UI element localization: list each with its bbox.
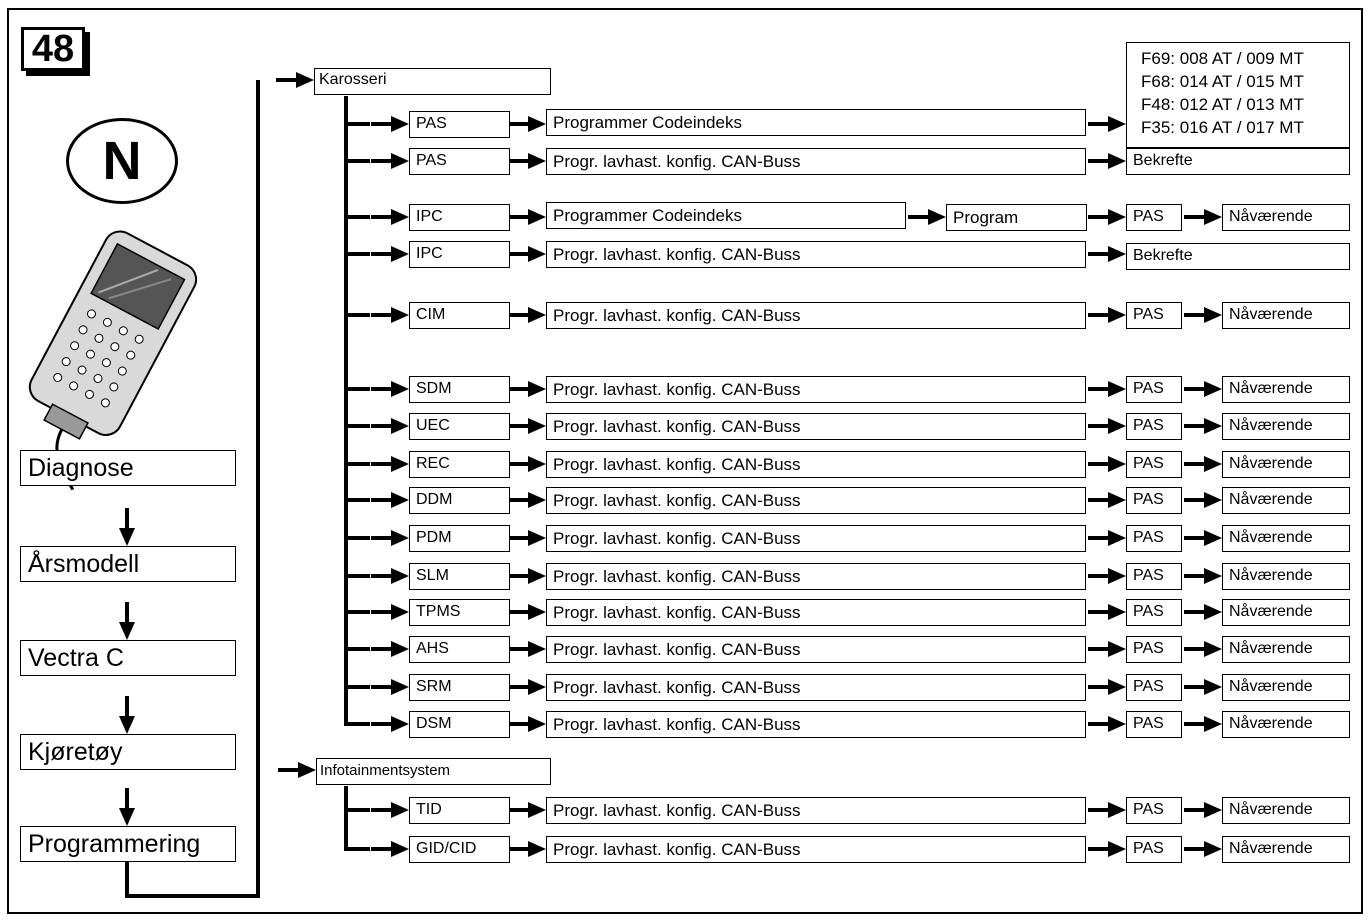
pas-box: PAS <box>1126 599 1182 626</box>
path-step: Diagnose <box>20 450 236 486</box>
action-box: Progr. lavhast. konfig. CAN-Buss <box>546 797 1086 824</box>
pas-box: PAS <box>1126 563 1182 590</box>
state-box: Nåværende <box>1222 376 1350 403</box>
action-box: Progr. lavhast. konfig. CAN-Buss <box>546 451 1086 478</box>
module-box: GID/CID <box>409 836 510 863</box>
step-box: Program <box>946 204 1087 231</box>
group-infotainment: Infotainmentsystem <box>316 758 551 785</box>
action-box: Programmer Codeindeks <box>546 109 1086 136</box>
module-box: PDM <box>409 525 510 552</box>
state-box: Nåværende <box>1222 204 1350 231</box>
path-step: Årsmodell <box>20 546 236 582</box>
pas-box: PAS <box>1126 636 1182 663</box>
module-box: IPC <box>409 204 510 231</box>
action-box: Progr. lavhast. konfig. CAN-Buss <box>546 599 1086 626</box>
code-index-list: F69: 008 AT / 009 MTF68: 014 AT / 015 MT… <box>1126 42 1350 148</box>
action-box: Progr. lavhast. konfig. CAN-Buss <box>546 413 1086 440</box>
module-box: TPMS <box>409 599 510 626</box>
action-box: Progr. lavhast. konfig. CAN-Buss <box>546 302 1086 329</box>
state-box: Nåværende <box>1222 599 1350 626</box>
module-box: AHS <box>409 636 510 663</box>
pas-box: PAS <box>1126 836 1182 863</box>
pas-box: PAS <box>1126 674 1182 701</box>
pas-box: PAS <box>1126 376 1182 403</box>
state-box: Nåværende <box>1222 674 1350 701</box>
action-box: Progr. lavhast. konfig. CAN-Buss <box>546 636 1086 663</box>
action-box: Progr. lavhast. konfig. CAN-Buss <box>546 487 1086 514</box>
module-box: SRM <box>409 674 510 701</box>
module-box: PAS <box>409 148 510 175</box>
module-box: REC <box>409 451 510 478</box>
module-box: IPC <box>409 241 510 268</box>
action-box: Programmer Codeindeks <box>546 202 906 229</box>
code-line: F48: 012 AT / 013 MT <box>1141 93 1349 116</box>
module-box: UEC <box>409 413 510 440</box>
path-step: Programmering <box>20 826 236 862</box>
pas-box: PAS <box>1126 204 1182 231</box>
action-box: Progr. lavhast. konfig. CAN-Buss <box>546 836 1086 863</box>
state-box: Nåværende <box>1222 413 1350 440</box>
module-box: CIM <box>409 302 510 329</box>
action-box: Progr. lavhast. konfig. CAN-Buss <box>546 241 1086 268</box>
state-box: Nåværende <box>1222 711 1350 738</box>
state-box: Nåværende <box>1222 487 1350 514</box>
state-box: Nåværende <box>1222 525 1350 552</box>
state-box: Nåværende <box>1222 797 1350 824</box>
state-box: Nåværende <box>1222 451 1350 478</box>
result-box: Bekrefte <box>1126 148 1350 175</box>
group-karosseri: Karosseri <box>314 68 551 95</box>
pas-box: PAS <box>1126 797 1182 824</box>
action-box: Progr. lavhast. konfig. CAN-Buss <box>546 674 1086 701</box>
code-line: F35: 016 AT / 017 MT <box>1141 116 1349 139</box>
module-box: TID <box>409 797 510 824</box>
pas-box: PAS <box>1126 413 1182 440</box>
module-box: DDM <box>409 487 510 514</box>
code-line: F68: 014 AT / 015 MT <box>1141 70 1349 93</box>
code-line: F69: 008 AT / 009 MT <box>1141 47 1349 70</box>
module-box: DSM <box>409 711 510 738</box>
state-box: Nåværende <box>1222 302 1350 329</box>
action-box: Progr. lavhast. konfig. CAN-Buss <box>546 563 1086 590</box>
state-box: Nåværende <box>1222 636 1350 663</box>
pas-box: PAS <box>1126 451 1182 478</box>
state-box: Nåværende <box>1222 563 1350 590</box>
action-box: Progr. lavhast. konfig. CAN-Buss <box>546 711 1086 738</box>
path-step: Kjøretøy <box>20 734 236 770</box>
path-step: Vectra C <box>20 640 236 676</box>
module-box: SDM <box>409 376 510 403</box>
pas-box: PAS <box>1126 487 1182 514</box>
module-box: PAS <box>409 111 510 138</box>
pas-box: PAS <box>1126 711 1182 738</box>
action-box: Progr. lavhast. konfig. CAN-Buss <box>546 148 1086 175</box>
pas-box: PAS <box>1126 525 1182 552</box>
action-box: Progr. lavhast. konfig. CAN-Buss <box>546 376 1086 403</box>
action-box: Progr. lavhast. konfig. CAN-Buss <box>546 525 1086 552</box>
result-box: Bekrefte <box>1126 243 1350 270</box>
module-box: SLM <box>409 563 510 590</box>
state-box: Nåværende <box>1222 836 1350 863</box>
pas-box: PAS <box>1126 302 1182 329</box>
